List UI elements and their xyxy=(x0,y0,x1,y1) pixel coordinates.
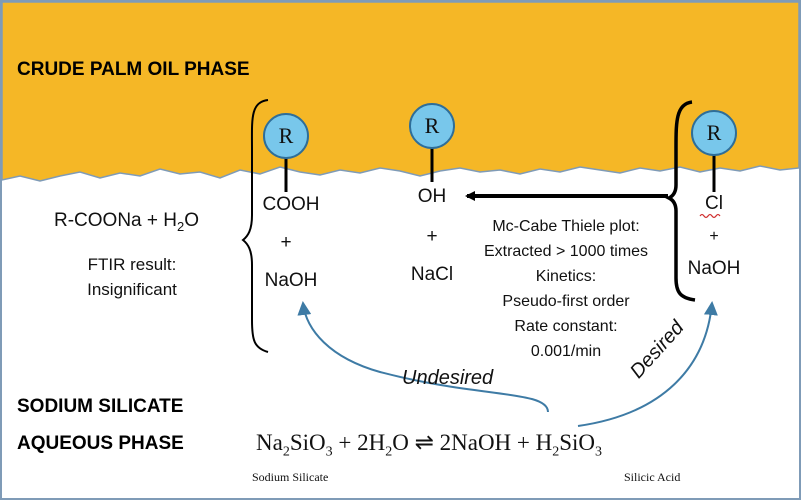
desired-arrow xyxy=(577,301,718,427)
process-info-line-2: Extracted > 1000 times xyxy=(483,243,649,260)
chloride-plus: + xyxy=(709,228,719,245)
oil-phase-label: CRUDE PALM OIL PHASE xyxy=(17,59,250,80)
ftir-label: FTIR result: xyxy=(87,255,177,274)
process-info-line-1: Mc-Cabe Thiele plot: xyxy=(492,218,640,235)
acid-plus: + xyxy=(280,232,292,253)
right-brace xyxy=(665,100,696,302)
r-label-alcohol: R xyxy=(424,113,440,138)
process-info-line-4: Pseudo-first order xyxy=(502,293,630,310)
chloride-partner: NaOH xyxy=(687,258,741,279)
undesired-arrow xyxy=(297,301,549,413)
r-circle-acid xyxy=(263,113,309,159)
process-info-line-3: Kinetics: xyxy=(535,268,597,285)
acid-partner: NaOH xyxy=(264,270,318,291)
alcohol-partner: NaCl xyxy=(410,264,454,285)
aqueous-phase-label-line1: SODIUM SILICATE xyxy=(17,396,184,417)
alcohol-group: OH xyxy=(417,186,447,207)
ftir-result: Insignificant xyxy=(87,280,177,299)
r-circle-chloride xyxy=(691,110,737,156)
product-caption: Silicic Acid xyxy=(624,470,681,484)
process-info-line-5: Rate constant: xyxy=(514,318,618,335)
r-label-acid: R xyxy=(278,123,294,148)
left-brace xyxy=(241,99,269,353)
spellcheck-underline xyxy=(699,213,721,219)
chloride-group: Cl xyxy=(705,193,723,214)
silicate-equation: Na2SiO3 + 2H2O ⇌ 2NaOH + H2SiO3 xyxy=(256,430,603,460)
alcohol-plus: + xyxy=(426,226,438,247)
oil-phase-band xyxy=(1,1,800,182)
undesired-label: Undesired xyxy=(402,367,494,389)
acid-group: COOH xyxy=(262,194,320,215)
r-circle-alcohol xyxy=(409,103,455,149)
process-info-line-6: 0.001/min xyxy=(530,343,602,360)
aqueous-phase-label-line2: AQUEOUS PHASE xyxy=(17,433,184,454)
saponification-formula: R-COONa + H2O xyxy=(54,210,200,234)
r-label-chloride: R xyxy=(706,120,722,145)
reactant-caption: Sodium Silicate xyxy=(252,470,329,484)
